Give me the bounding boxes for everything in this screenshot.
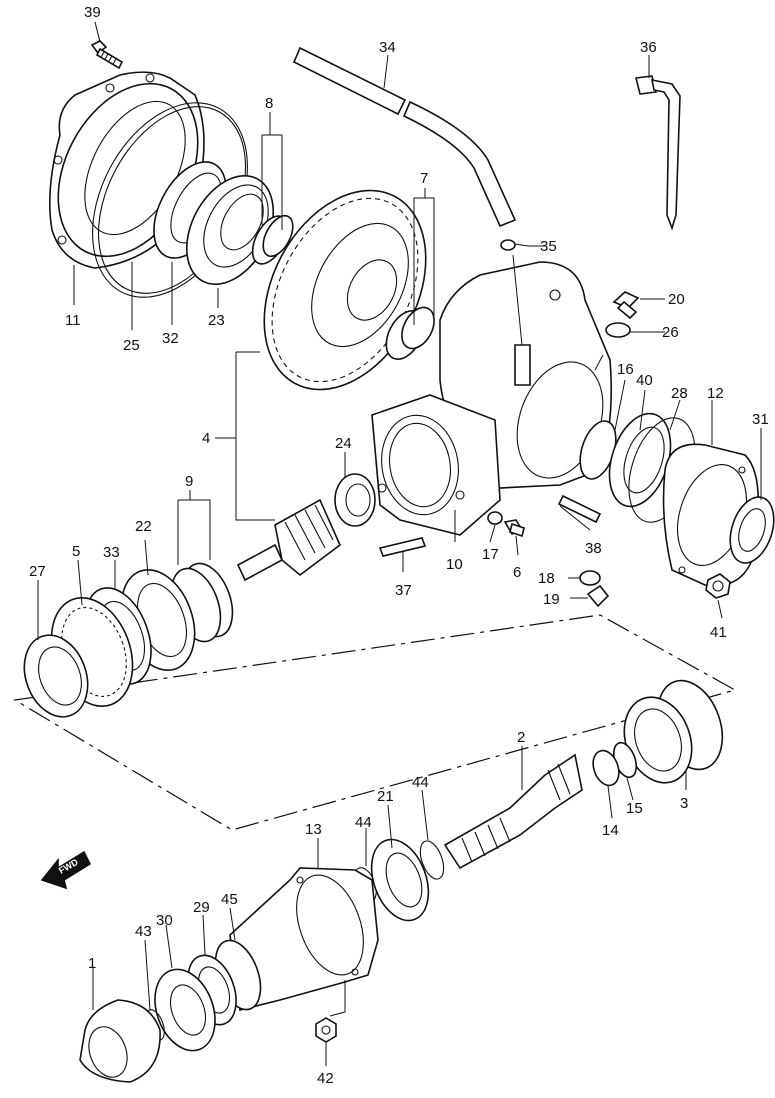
bolt-20: [612, 291, 640, 320]
callout-23: 23: [208, 312, 225, 329]
callout-10: 10: [446, 556, 463, 573]
bolt-39: [90, 40, 124, 70]
callout-1: 1: [88, 955, 96, 972]
callout-17: 17: [482, 546, 499, 563]
washer-26: [605, 322, 631, 338]
shims-8: [251, 214, 294, 265]
nut-42: [315, 1017, 337, 1043]
callout-30: 30: [156, 912, 173, 929]
callout-16: 16: [617, 361, 634, 378]
callout-45: 45: [221, 891, 238, 908]
callout-43: 43: [135, 923, 152, 940]
stud-38: [557, 494, 602, 524]
callout-26: 26: [662, 324, 679, 341]
callout-14: 14: [602, 822, 619, 839]
callout-7: 7: [420, 170, 428, 187]
bolt-6: [503, 519, 525, 538]
bearing-40: [608, 412, 672, 508]
callout-3: 3: [680, 795, 688, 812]
callout-27: 27: [29, 563, 46, 580]
callout-numbers: 39 34 36 8 7 35 20 26 11 25 32 23 16 40 …: [29, 4, 769, 1087]
direction-arrow-icon: [40, 850, 92, 890]
subassembly-outline: [13, 614, 737, 831]
seal-30: [154, 968, 216, 1052]
snap-ring-44-a: [419, 840, 445, 880]
callout-33: 33: [103, 544, 120, 561]
callout-13: 13: [305, 821, 322, 838]
dust-boot-1: [79, 999, 161, 1083]
nut-14: [592, 749, 620, 787]
bearing-21: [370, 838, 430, 922]
callout-36: 36: [640, 39, 657, 56]
sleeve-3: [623, 679, 724, 784]
callout-11: 11: [65, 312, 81, 329]
extension-housing-13: [229, 867, 379, 1011]
callout-24: 24: [335, 435, 352, 452]
callout-34: 34: [379, 39, 396, 56]
plug-19: [586, 584, 610, 608]
callout-38: 38: [585, 540, 602, 557]
callout-42: 42: [317, 1070, 334, 1087]
shaft-2: [443, 753, 583, 870]
bushing-24: [334, 473, 376, 527]
callout-39: 39: [84, 4, 101, 21]
washer-17: [487, 511, 503, 525]
callout-12: 12: [707, 385, 724, 402]
callout-40: 40: [636, 372, 653, 389]
callout-9: 9: [185, 473, 193, 490]
nut-41: [705, 573, 731, 599]
callout-28: 28: [671, 385, 688, 402]
callout-31: 31: [752, 411, 769, 428]
callout-18: 18: [538, 570, 555, 587]
drive-pinion-4: [236, 498, 341, 582]
breather-hose-34: [292, 46, 517, 228]
callout-2: 2: [517, 729, 525, 746]
oil-seal-31: [729, 496, 775, 564]
callout-44-b: 44: [355, 814, 372, 831]
seal-27: [23, 634, 89, 718]
callout-29: 29: [193, 899, 210, 916]
callout-35: 35: [540, 238, 557, 255]
callout-4: 4: [202, 430, 210, 447]
clamp-36: [635, 75, 681, 231]
callout-19: 19: [543, 591, 560, 608]
callout-32: 32: [162, 330, 179, 347]
clip-35: [500, 239, 529, 251]
callout-37: 37: [395, 582, 412, 599]
callout-6: 6: [513, 564, 521, 581]
callout-21: 21: [377, 788, 394, 805]
callout-44-a: 44: [412, 774, 429, 791]
callout-22: 22: [135, 518, 152, 535]
housing-block-10: [371, 394, 501, 536]
fwd-indicator: FWD: [40, 850, 92, 890]
washer-18: [579, 570, 601, 586]
stud-37: [378, 537, 427, 557]
callout-15: 15: [626, 800, 643, 817]
callout-8: 8: [265, 95, 273, 112]
callout-20: 20: [668, 291, 685, 308]
callout-41: 41: [710, 624, 727, 641]
callout-25: 25: [123, 337, 140, 354]
callout-5: 5: [72, 543, 80, 560]
leader-lines: [37, 21, 762, 1066]
